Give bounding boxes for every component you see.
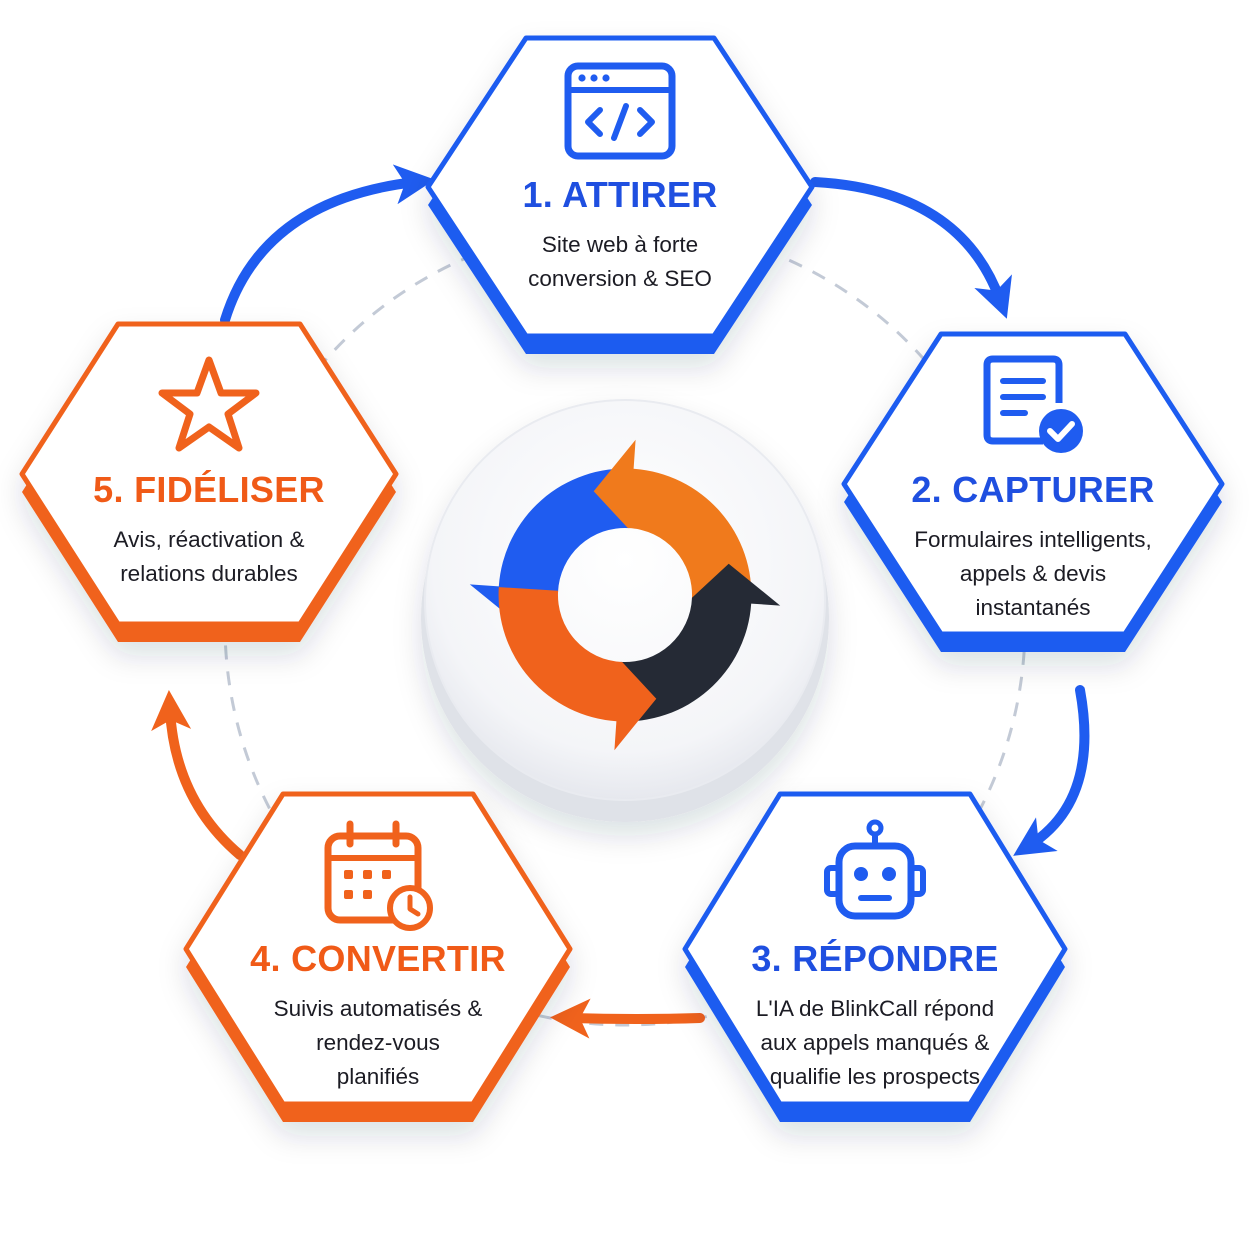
star-icon [158, 356, 260, 452]
cycle-arrow-orange-bottom [498, 587, 657, 751]
calendar-clock-icon [324, 820, 433, 931]
cycle-arrow-dark [617, 563, 781, 722]
form-check-icon [983, 355, 1083, 453]
hexagon-attirer [425, 35, 815, 354]
center-disc [421, 399, 829, 822]
step-title: 4. CONVERTIR [250, 938, 506, 979]
step-card-capturer: 2. CAPTURER Formulaires intelligents, ap… [883, 345, 1183, 625]
hexagon-convertir [183, 791, 573, 1122]
hexagon-fideliser [19, 321, 399, 642]
arrow-2-to-3 [1013, 685, 1090, 856]
cycle-arrow-orange-top [593, 439, 752, 603]
step-description: L'IA de BlinkCall répond aux appels manq… [755, 996, 995, 1089]
step-card-repondre: 3. RÉPONDRE L'IA de BlinkCall répond aux… [725, 814, 1025, 1094]
arrow-1-to-2 [810, 177, 1012, 319]
arrow-5-to-1 [220, 164, 435, 325]
step-card-convertir: 4. CONVERTIR Suivis automatisés & rendez… [228, 814, 528, 1094]
step-description: Formulaires intelligents, appels & devis… [914, 527, 1152, 620]
step-title: 3. RÉPONDRE [751, 938, 999, 979]
cycle-arrows-icon [469, 439, 781, 751]
step-title: 1. ATTIRER [522, 174, 718, 215]
step-title: 2. CAPTURER [911, 469, 1155, 510]
hexagon-capturer [841, 331, 1225, 652]
robot-icon [824, 819, 926, 920]
arrow-4-to-5 [151, 690, 245, 860]
step-card-attirer: 1. ATTIRER Site web à forte conversion &… [470, 50, 770, 296]
step-description: Avis, réactivation & relations durables [113, 527, 305, 586]
cycle-arrow-blue [469, 468, 633, 627]
step-title: 5. FIDÉLISER [93, 469, 325, 510]
step-card-fideliser: 5. FIDÉLISER Avis, réactivation & relati… [59, 345, 359, 591]
hexagon-repondre [682, 791, 1068, 1122]
step-description: Site web à forte conversion & SEO [528, 232, 712, 291]
code-window-icon [564, 62, 676, 160]
step-description: Suivis automatisés & rendez-vous planifi… [273, 996, 483, 1089]
arrow-3-to-4 [550, 998, 705, 1039]
